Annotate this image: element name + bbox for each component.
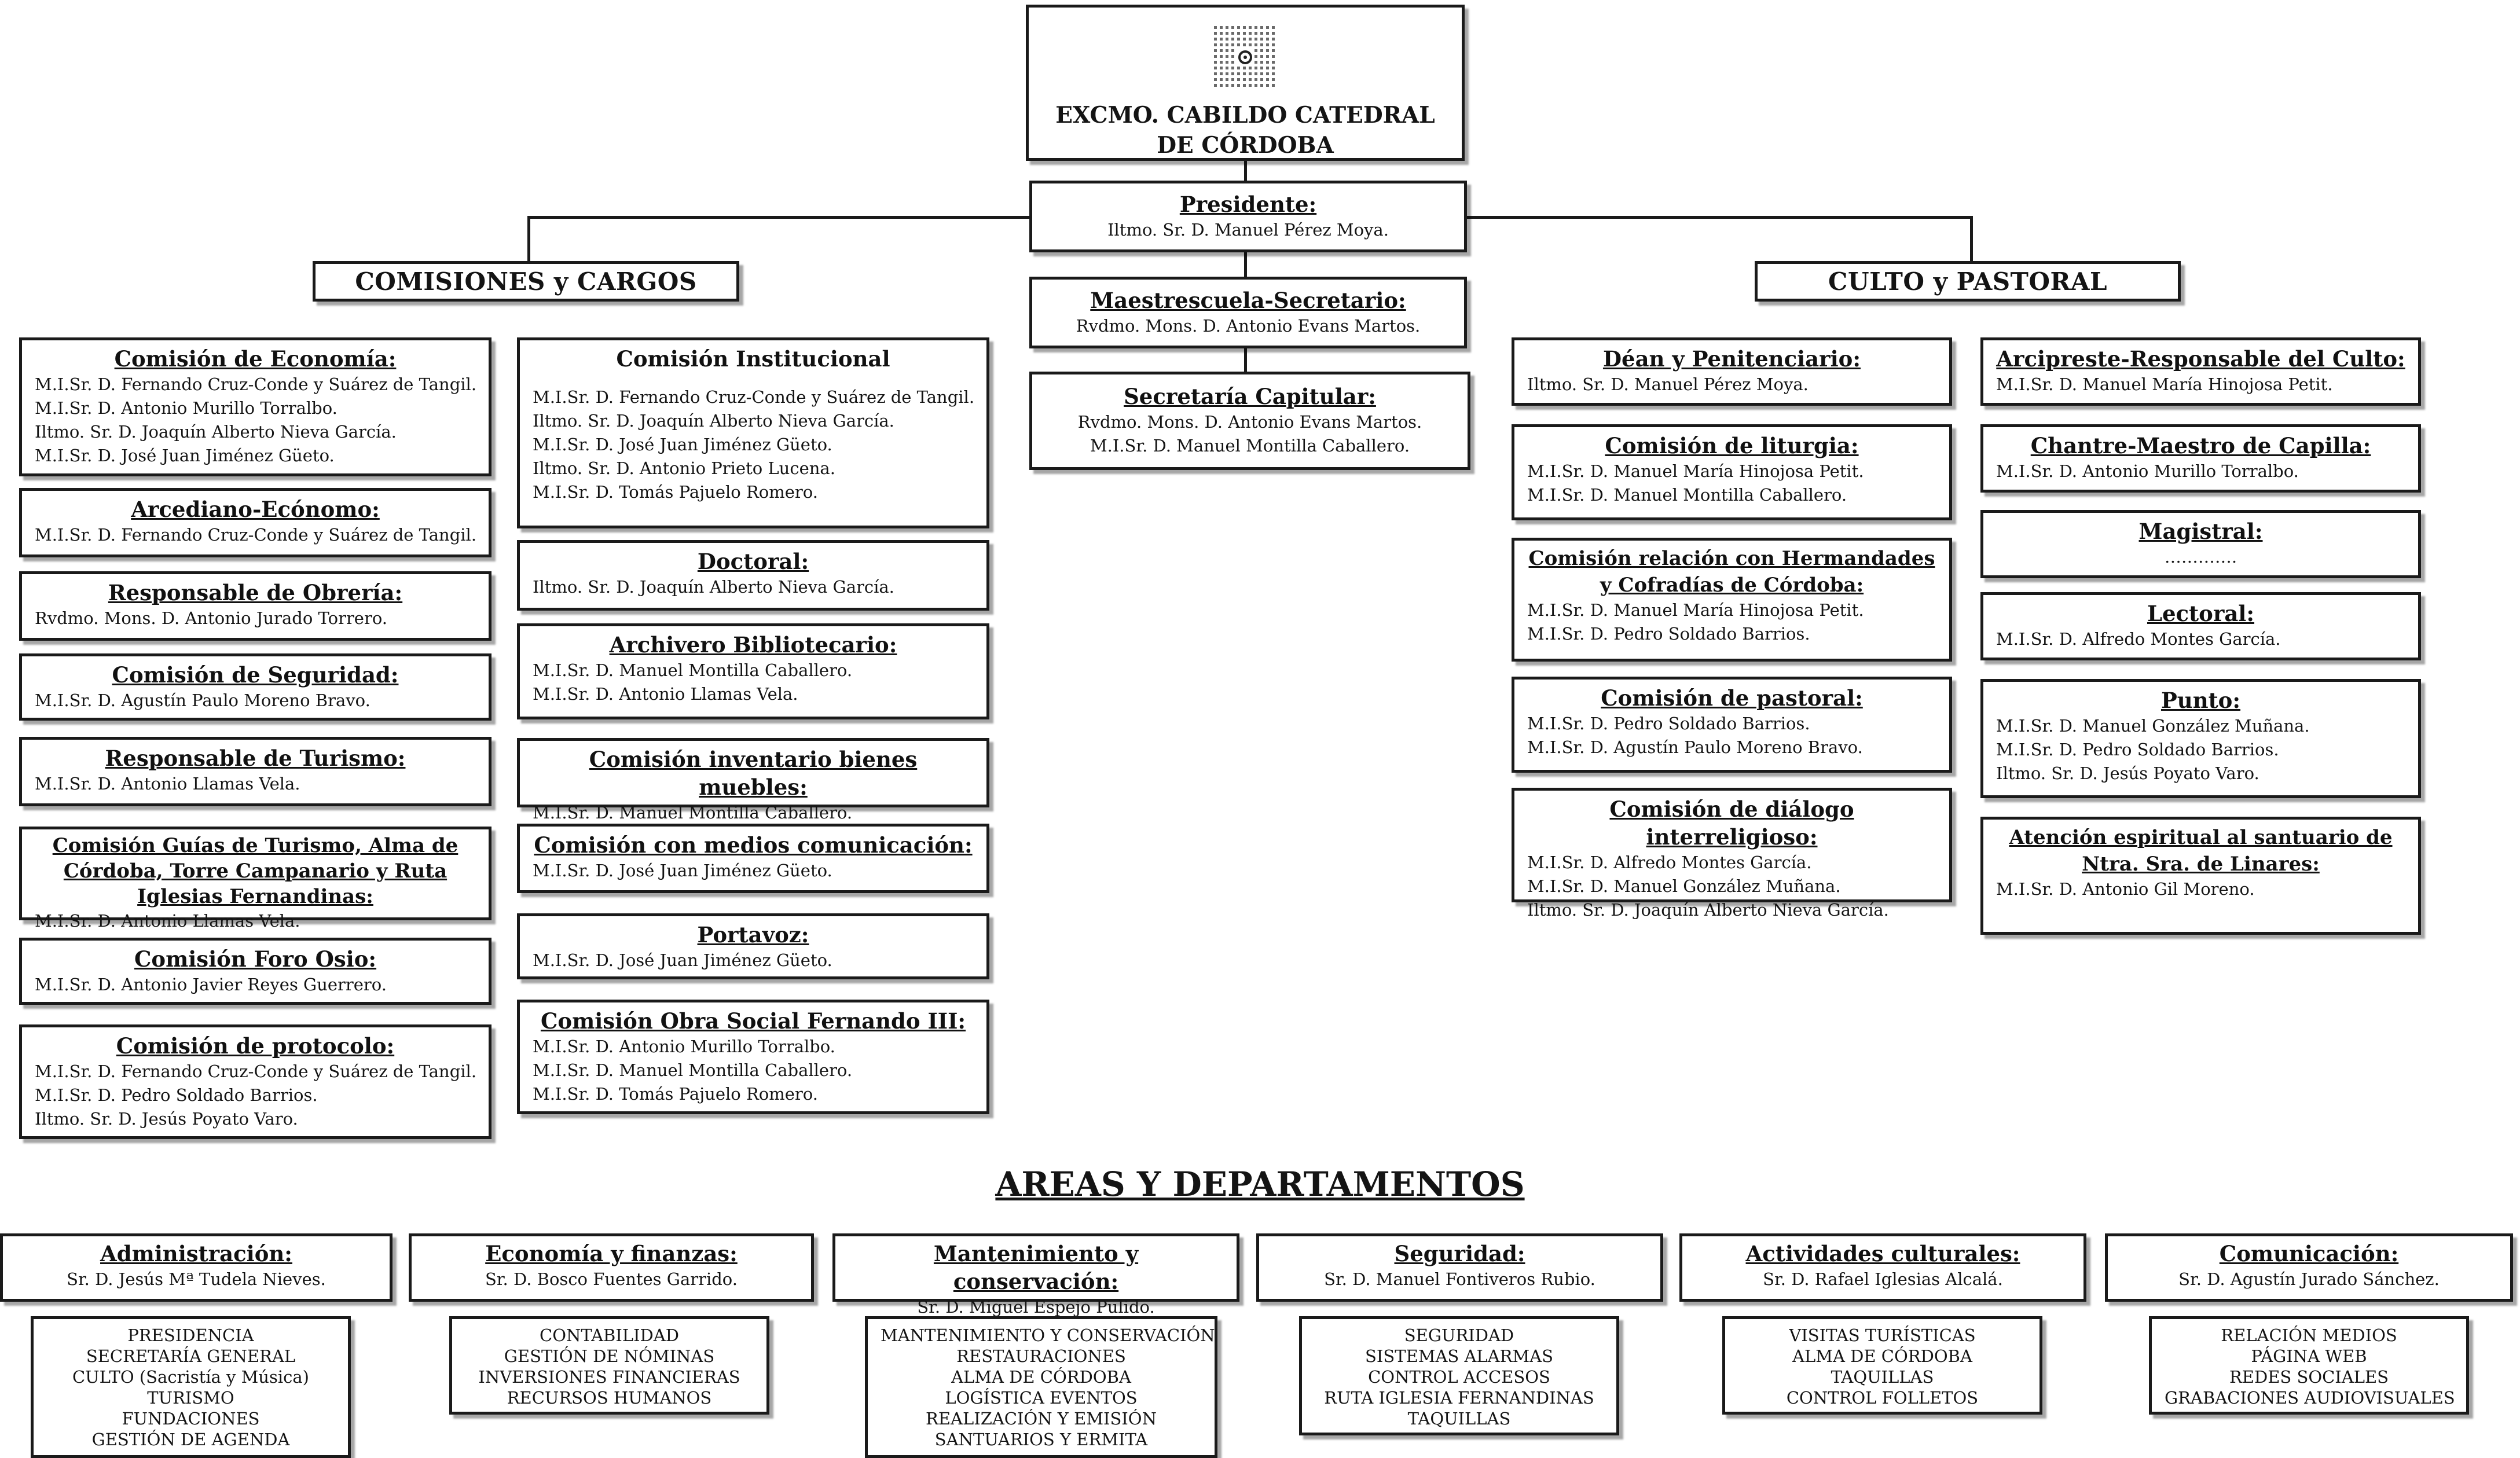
- dept-mantenimiento: MANTENIMIENTO Y CONSERVACIÓN RESTAURACIO…: [865, 1316, 1217, 1458]
- presidente-name: Iltmo. Sr. D. Manuel Pérez Moya.: [1107, 220, 1389, 240]
- hermandades-box: Comisión relación con Hermandades y Cofr…: [1512, 538, 1952, 662]
- archivero-box: Archivero Bibliotecario: M.I.Sr. D. Manu…: [517, 623, 989, 719]
- medios-comunicacion-box: Comisión con medios comunicación: M.I.Sr…: [517, 824, 989, 893]
- connector-left-vertical: [527, 216, 530, 261]
- obreria-box: Responsable de Obrería: Rvdmo. Mons. D. …: [19, 571, 491, 641]
- turismo-box: Responsable de Turismo: M.I.Sr. D. Anton…: [19, 737, 491, 806]
- maestrescuela-title: Maestrescuela-Secretario:: [1090, 288, 1406, 313]
- area-administracion: Administración: Sr. D. Jesús Mª Tudela N…: [0, 1233, 393, 1302]
- portavoz-box: Portavoz: M.I.Sr. D. José Juan Jiménez G…: [517, 913, 989, 979]
- connector-center-vertical-1: [1244, 250, 1247, 277]
- connector-right-vertical: [1970, 216, 1973, 261]
- secretaria-box: Secretaría Capitular: Rvdmo. Mons. D. An…: [1029, 372, 1470, 470]
- inventario-box: Comisión inventario bienes muebles: M.I.…: [517, 738, 989, 822]
- area-mantenimiento: Mantenimiento y conservación: Sr. D. Mig…: [832, 1233, 1239, 1317]
- dept-seguridad: SEGURIDAD SISTEMAS ALARMAS CONTROL ACCES…: [1299, 1316, 1619, 1435]
- interreligioso-box: Comisión de diálogo interreligioso: M.I.…: [1512, 788, 1952, 920]
- dean-box: Déan y Penitenciario: Iltmo. Sr. D. Manu…: [1512, 337, 1952, 406]
- maestrescuela-name: Rvdmo. Mons. D. Antonio Evans Martos.: [1076, 316, 1421, 336]
- dept-administracion: PRESIDENCIA SECRETARÍA GENERAL CULTO (Sa…: [31, 1316, 351, 1458]
- cathedral-seal-icon: [1213, 25, 1278, 90]
- pastoral-box: Comisión de pastoral: M.I.Sr. D. Pedro S…: [1512, 677, 1952, 773]
- lectoral-box: Lectoral: M.I.Sr. D. Alfredo Montes Garc…: [1980, 592, 2421, 660]
- dept-comunicacion: RELACIÓN MEDIOS PÁGINA WEB REDES SOCIALE…: [2149, 1316, 2469, 1415]
- secretaria-member: Rvdmo. Mons. D. Antonio Evans Martos.: [1077, 412, 1422, 432]
- guias-turismo-box: Comisión Guías de Turismo, Alma de Córdo…: [19, 827, 491, 931]
- linares-box: Atención espiritual al santuario de Ntra…: [1980, 817, 2421, 935]
- areas-title: AREAS Y DEPARTAMENTOS: [995, 1165, 1525, 1204]
- connector-center-vertical-2: [1244, 346, 1247, 372]
- culto-header: CULTO y PASTORAL: [1755, 261, 2181, 302]
- presidente-title: Presidente:: [1179, 192, 1317, 217]
- area-seguridad: Seguridad: Sr. D. Manuel Fontiveros Rubi…: [1256, 1233, 1663, 1302]
- cabildo-box: EXCMO. CABILDO CATEDRAL DE CÓRDOBA: [1026, 5, 1465, 161]
- arcipreste-box: Arcipreste-Responsable del Culto: M.I.Sr…: [1980, 337, 2421, 406]
- doctoral-box: Doctoral: Iltmo. Sr. D. Joaquín Alberto …: [517, 540, 989, 611]
- area-actividades: Actividades culturales: Sr. D. Rafael Ig…: [1679, 1233, 2086, 1302]
- area-economia: Economía y finanzas: Sr. D. Bosco Fuente…: [409, 1233, 814, 1302]
- comision-economia-box: Comisión de Economía: M.I.Sr. D. Fernand…: [19, 337, 491, 476]
- maestrescuela-box: Maestrescuela-Secretario: Rvdmo. Mons. D…: [1029, 277, 1467, 348]
- cabildo-title-line2: DE CÓRDOBA: [1157, 132, 1334, 159]
- punto-box: Punto: M.I.Sr. D. Manuel González Muñana…: [1980, 679, 2421, 798]
- comisiones-header: COMISIONES y CARGOS: [313, 261, 739, 302]
- foro-osio-box: Comisión Foro Osio: M.I.Sr. D. Antonio J…: [19, 938, 491, 1005]
- comision-institucional-box: Comisión Institucional M.I.Sr. D. Fernan…: [517, 337, 989, 528]
- dept-actividades: VISITAS TURÍSTICAS ALMA DE CÓRDOBA TAQUI…: [1722, 1316, 2042, 1415]
- area-comunicacion: Comunicación: Sr. D. Agustín Jurado Sánc…: [2105, 1233, 2513, 1302]
- magistral-box: Magistral: ………….: [1980, 510, 2421, 578]
- seguridad-box: Comisión de Seguridad: M.I.Sr. D. Agustí…: [19, 653, 491, 721]
- cabildo-title-line1: EXCMO. CABILDO CATEDRAL: [1055, 102, 1435, 128]
- secretaria-member: M.I.Sr. D. Manuel Montilla Caballero.: [1090, 436, 1410, 456]
- obra-social-box: Comisión Obra Social Fernando III: M.I.S…: [517, 1000, 989, 1114]
- arcediano-box: Arcediano-Ecónomo: M.I.Sr. D. Fernando C…: [19, 488, 491, 557]
- chantre-box: Chantre-Maestro de Capilla: M.I.Sr. D. A…: [1980, 424, 2421, 493]
- liturgia-box: Comisión de liturgia: M.I.Sr. D. Manuel …: [1512, 424, 1952, 520]
- secretaria-title: Secretaría Capitular:: [1124, 384, 1376, 409]
- connector-top-vertical: [1244, 161, 1247, 181]
- presidente-box: Presidente: Iltmo. Sr. D. Manuel Pérez M…: [1029, 181, 1467, 252]
- dept-economia: CONTABILIDAD GESTIÓN DE NÓMINAS INVERSIO…: [449, 1316, 769, 1415]
- protocolo-box: Comisión de protocolo: M.I.Sr. D. Fernan…: [19, 1024, 491, 1139]
